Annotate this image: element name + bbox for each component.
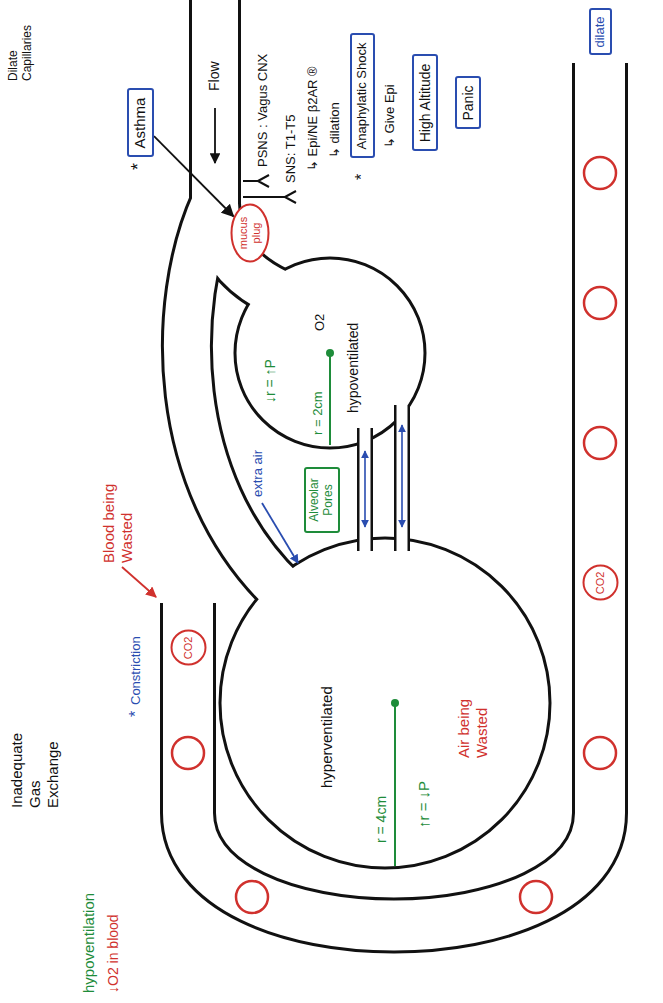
- cause-arrow: [154, 136, 233, 216]
- co2-cell-shape: [171, 631, 205, 665]
- node-text: dilate: [593, 16, 608, 47]
- wasted-blood-arrow: [122, 567, 156, 597]
- nerve-note: PSNS : Vagus CNX: [255, 54, 271, 167]
- red-blood-cell: [520, 881, 552, 913]
- gas-label: O2: [312, 314, 328, 331]
- heading-note: Inadequate Gas Exchange: [8, 726, 62, 808]
- radius-line: [394, 703, 396, 866]
- star-mark: *: [126, 711, 145, 717]
- co2-cell: CO2: [582, 565, 619, 602]
- node-text: High Altitude: [417, 64, 433, 143]
- condition-box: Asthma: [127, 89, 154, 158]
- pores-box: Alveolar Pores: [304, 467, 340, 533]
- mucus-plug-shape: [232, 205, 269, 262]
- condition-box: Anaphylatic Shock: [350, 34, 375, 159]
- red-blood-cell: [584, 737, 616, 769]
- red-blood-cell: [172, 737, 204, 769]
- radius-label: r = 4cm: [373, 796, 390, 843]
- air-note: extra air: [250, 450, 266, 497]
- nerve-note: ↳ dilation: [327, 102, 343, 158]
- node-text: CO2: [182, 637, 195, 660]
- node-text: CO2: [594, 572, 607, 595]
- capillary-wall: [188, 63, 600, 926]
- node-text: Anaphylatic Shock: [355, 43, 370, 150]
- node-text: Asthma: [131, 98, 148, 149]
- treatment-note: ↳ Give Epi: [382, 84, 398, 148]
- radius-line: [329, 353, 331, 445]
- nerve-terminal: [243, 191, 296, 203]
- pressure-note: ↓r = ↑P: [262, 359, 279, 403]
- center-dot: [391, 699, 399, 707]
- dilate-box: dilate: [589, 9, 612, 56]
- nerve-note: ↳ Epi/NE β2AR ®: [305, 66, 321, 171]
- pressure-note: ↑r = ↓P: [415, 781, 433, 828]
- condition-box: Panic: [455, 77, 481, 130]
- waste-note: Air being Wasted: [455, 676, 491, 758]
- flow-label: Flow: [206, 61, 223, 91]
- nerve-note: SNS: T1-T5: [283, 115, 299, 183]
- airway-lumen: [187, 0, 283, 591]
- alveolus-label: hypoventilated: [345, 323, 362, 413]
- nerve-terminal: [243, 175, 269, 187]
- note: ↓O2 in blood: [105, 914, 122, 993]
- node-text: Panic: [460, 85, 476, 120]
- waste-note: Blood being Wasted: [100, 468, 136, 563]
- red-blood-cell: [584, 427, 616, 459]
- note: Dilate Capillaries: [6, 6, 35, 81]
- alveolar-pore-lumen: [365, 405, 402, 551]
- star-mark: *: [128, 163, 150, 170]
- airflow-arrow: [214, 108, 216, 163]
- capillary-lumen: [188, 63, 600, 926]
- mucus-plug: mucus plug: [230, 203, 270, 263]
- condition-box: High Altitude: [412, 55, 438, 152]
- note: hypoventilation: [80, 893, 98, 993]
- center-dot: [326, 349, 334, 357]
- co2-cell-shape: [583, 566, 617, 600]
- vessel-note: Constriction: [128, 636, 144, 705]
- pore-air-arrow: [401, 425, 403, 527]
- extra-air-arrow: [262, 503, 298, 563]
- airway-wall: [187, 0, 283, 591]
- node-text: mucus plug: [237, 213, 262, 253]
- pore-air-arrow: [364, 451, 366, 527]
- co2-cell: CO2: [170, 630, 207, 667]
- star-mark: *: [352, 174, 371, 180]
- node-text: Alveolar Pores: [308, 474, 336, 526]
- alveolar-pore-wall: [365, 405, 402, 551]
- red-blood-cell: [236, 881, 268, 913]
- red-blood-cell: [584, 157, 616, 189]
- radius-label: r = 2cm: [310, 391, 326, 435]
- alveolus-label: hyperventilated: [318, 686, 336, 788]
- red-blood-cell: [584, 287, 616, 319]
